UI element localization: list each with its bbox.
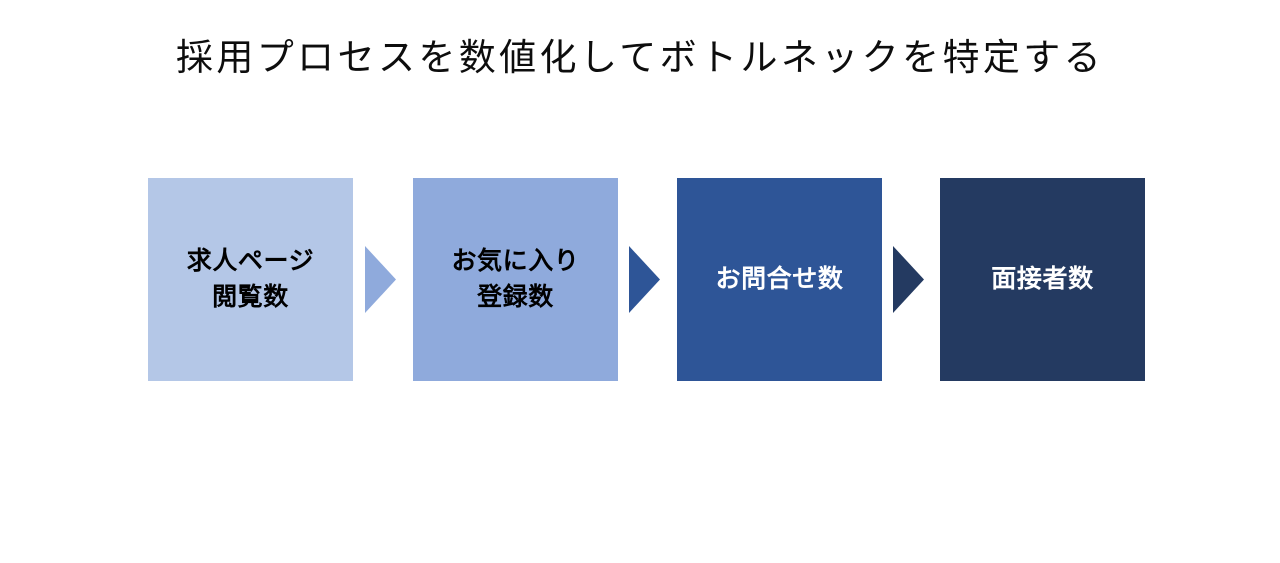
arrow-right-icon	[629, 246, 660, 313]
arrow-right-icon	[365, 246, 396, 313]
funnel-stage-interviewees[interactable]: 面接者数	[940, 178, 1145, 381]
funnel-stage-inquiries[interactable]: お問合せ数	[677, 178, 882, 381]
funnel-stage-label: お問合せ数	[715, 264, 844, 293]
funnel-stage-label: お気に入り 登録数	[451, 247, 580, 311]
arrow-right-icon	[893, 246, 924, 313]
funnel-stage-favorites[interactable]: お気に入り 登録数	[413, 178, 618, 381]
funnel-stage-job-page-views[interactable]: 求人ページ 閲覧数	[148, 178, 353, 381]
page-title: 採用プロセスを数値化してボトルネックを特定する	[175, 37, 1105, 78]
funnel-stage-label: 求人ページ 閲覧数	[186, 247, 315, 311]
funnel-stage-label: 面接者数	[991, 264, 1094, 293]
funnel-flow-diagram: 求人ページ 閲覧数 お気に入り 登録数 お問合せ数	[148, 178, 1145, 381]
